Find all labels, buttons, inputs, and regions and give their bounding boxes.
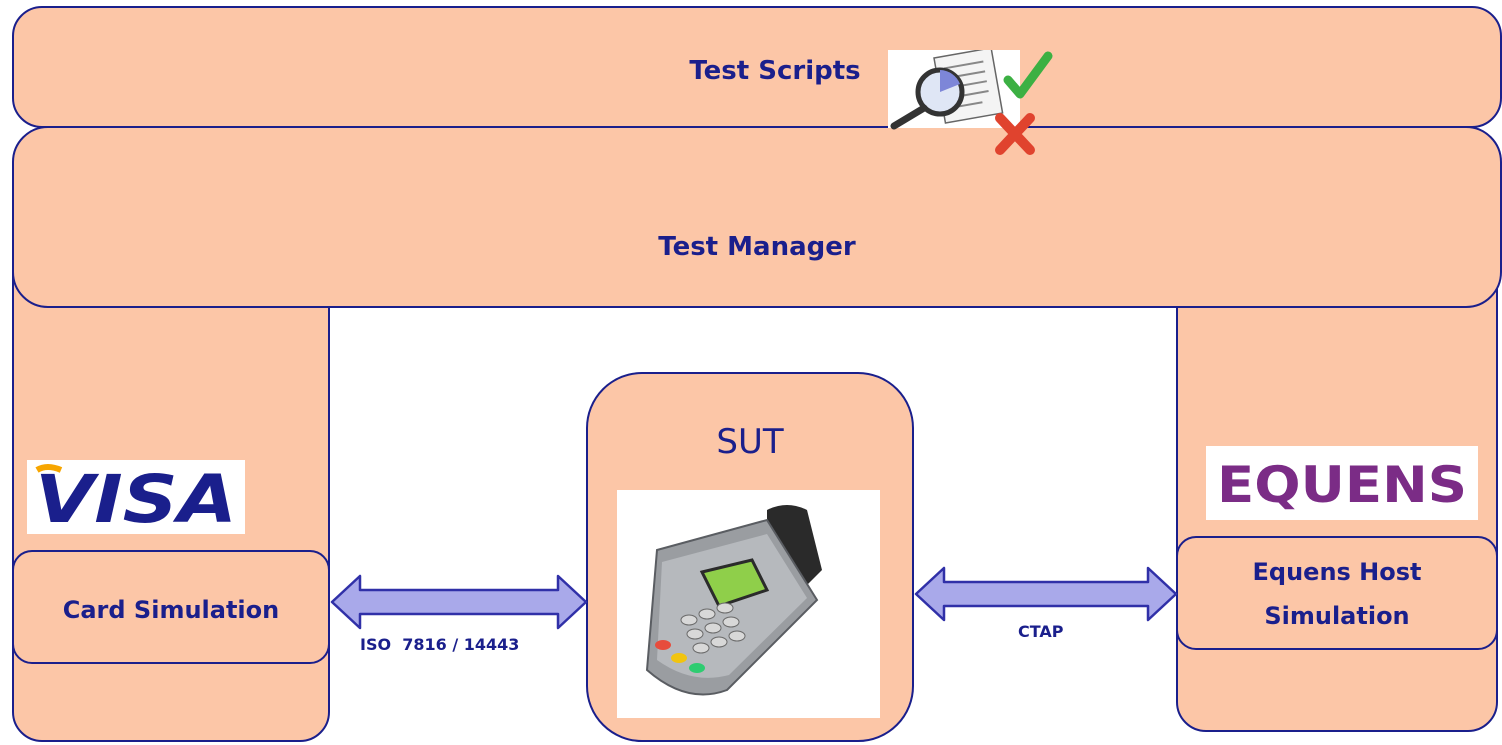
svg-text:VISA: VISA <box>35 461 237 534</box>
equens-logo: EQUENS <box>1206 446 1478 520</box>
visa-logo: VISA <box>27 460 245 534</box>
ctap-connection-label: CTAP <box>1018 622 1064 641</box>
test-manager-block <box>12 126 1502 308</box>
host-simulation-label-line2: Simulation <box>1264 602 1410 630</box>
ctap-connection-arrow <box>914 564 1178 624</box>
test-scripts-block <box>12 6 1502 128</box>
test-manager-label: Test Manager <box>658 232 856 262</box>
payment-terminal-icon <box>617 490 880 718</box>
iso-connection-arrow <box>330 572 588 632</box>
host-simulation-block <box>1176 536 1498 650</box>
iso-connection-label: ISO 7816 / 14443 <box>360 635 520 654</box>
svg-text:EQUENS: EQUENS <box>1217 456 1467 514</box>
host-simulation-label-line1: Equens Host <box>1252 558 1422 586</box>
card-simulation-block <box>12 550 330 664</box>
test-scripts-label: Test Scripts <box>689 56 861 86</box>
card-simulation-label: Card Simulation <box>62 596 280 624</box>
sut-label: SUT <box>716 422 784 462</box>
test-report-icon <box>888 50 1058 162</box>
